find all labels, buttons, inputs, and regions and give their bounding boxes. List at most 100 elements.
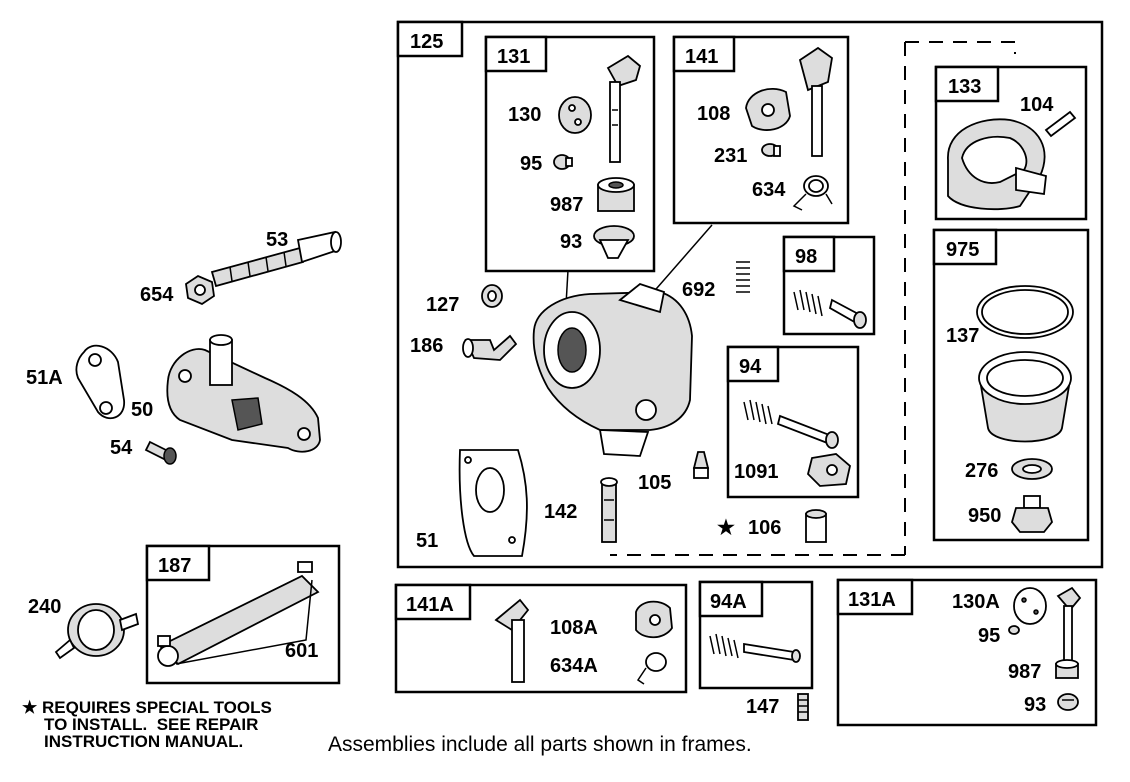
part-98-screw [828, 298, 867, 329]
part-105-needle [692, 451, 710, 479]
part-93-bushing [593, 225, 635, 259]
frame-131: 131 [484, 35, 656, 273]
part-634a-spring [636, 652, 667, 685]
note-line-1: REQUIRES SPECIAL TOOLS [41, 698, 272, 717]
frame-98: 98 [782, 235, 876, 336]
label-106: 106 [748, 517, 781, 539]
frame-94a-label: 94A [710, 591, 747, 613]
label-634a: 634A [550, 655, 598, 677]
part-53-shaft [210, 230, 342, 288]
frame-94a: 94A [698, 580, 814, 690]
label-93b: 93 [1024, 694, 1046, 716]
label-130: 130 [508, 104, 541, 126]
note-line-3: INSTRUCTION MANUAL. [44, 732, 244, 751]
label-130a: 130A [952, 591, 1000, 613]
frame-131a: 131A [836, 578, 1098, 727]
part-127-washer [481, 284, 503, 308]
part-975-bowl [978, 351, 1072, 443]
frame-187-label: 187 [158, 555, 191, 577]
frame-98-label: 98 [795, 246, 817, 268]
part-95b-screw [1008, 625, 1020, 635]
note-line-2: TO INSTALL. SEE REPAIR [44, 715, 259, 734]
assemblies-footer: Assemblies include all parts shown in fr… [328, 733, 752, 756]
frame-141a: 141A [394, 583, 688, 694]
special-tools-note: ★ REQUIRES SPECIAL TOOLS TO INSTALL. SEE… [22, 699, 272, 750]
label-231: 231 [714, 145, 747, 167]
label-105: 105 [638, 472, 671, 494]
label-51a: 51A [26, 367, 63, 389]
label-987b: 987 [1008, 661, 1041, 683]
part-carburetor-body [532, 224, 713, 457]
label-1091: 1091 [734, 461, 779, 483]
frame-141-label: 141 [685, 46, 718, 68]
part-50-intake-manifold [166, 334, 321, 453]
label-53: 53 [266, 229, 288, 251]
part-93b-bushing [1057, 693, 1079, 711]
frame-131-label: 131 [497, 46, 530, 68]
label-95: 95 [520, 153, 542, 175]
label-50: 50 [131, 399, 153, 421]
part-142-tube [600, 477, 618, 543]
star-icon: ★ [717, 517, 735, 539]
label-93: 93 [560, 231, 582, 253]
label-54: 54 [110, 437, 133, 459]
part-131a-shaft [1056, 586, 1082, 665]
label-147: 147 [746, 696, 779, 718]
frame-131a-label: 131A [848, 589, 896, 611]
part-54-screw [144, 440, 177, 465]
part-130a-plate [1013, 587, 1047, 625]
label-601: 601 [285, 640, 318, 662]
part-94-needle [776, 414, 839, 449]
part-147-screw [797, 693, 809, 721]
part-95-screw [553, 154, 573, 170]
note-star-icon: ★ [22, 698, 38, 717]
label-142: 142 [544, 501, 577, 523]
frame-94: 94 [726, 345, 860, 499]
label-95b: 95 [978, 625, 1000, 647]
part-98-spring [793, 289, 823, 317]
frame-975-label: 975 [946, 239, 979, 261]
label-950: 950 [968, 505, 1001, 527]
part-137-gasket [976, 285, 1074, 339]
label-186: 186 [410, 335, 443, 357]
part-104-pin [1044, 110, 1077, 138]
part-130-plate [558, 96, 592, 134]
frame-125-label: 125 [410, 31, 443, 53]
frame-975: 975 [932, 228, 1090, 542]
frame-133: 133 [934, 65, 1088, 221]
label-108a: 108A [550, 617, 598, 639]
label-654: 654 [140, 284, 174, 306]
part-240-fuel-filter [54, 603, 140, 660]
part-133-float [947, 118, 1047, 211]
part-1091-holder [807, 453, 851, 487]
label-240: 240 [28, 596, 61, 618]
label-137: 137 [946, 325, 979, 347]
part-51a-gasket [75, 344, 125, 420]
label-104: 104 [1020, 94, 1054, 116]
part-51-gasket [458, 449, 528, 557]
part-94a-spring [709, 633, 739, 659]
frame-141: 141 [672, 35, 850, 225]
frame-133-label: 133 [948, 76, 981, 98]
part-131-shaft [606, 54, 642, 163]
part-987b-seal [1055, 659, 1079, 679]
frame-187: 187 [145, 544, 341, 685]
part-141a-shaft [494, 598, 530, 683]
part-276-washer [1011, 458, 1053, 480]
label-108: 108 [697, 103, 730, 125]
part-187-fuel-line [157, 574, 320, 667]
part-106-seat [805, 509, 827, 543]
part-94a-needle [743, 642, 801, 663]
part-108-plate [745, 87, 791, 131]
label-987: 987 [550, 194, 583, 216]
frame-125: 125 [396, 20, 1104, 569]
part-186-elbow [462, 334, 518, 361]
part-692-spring [736, 261, 750, 293]
part-950-bolt [1011, 495, 1053, 533]
frame-141a-label: 141A [406, 594, 454, 616]
label-692: 692 [682, 279, 715, 301]
part-94-spring [743, 399, 773, 425]
part-654-nut [185, 274, 215, 306]
frame-94-label: 94 [739, 356, 762, 378]
